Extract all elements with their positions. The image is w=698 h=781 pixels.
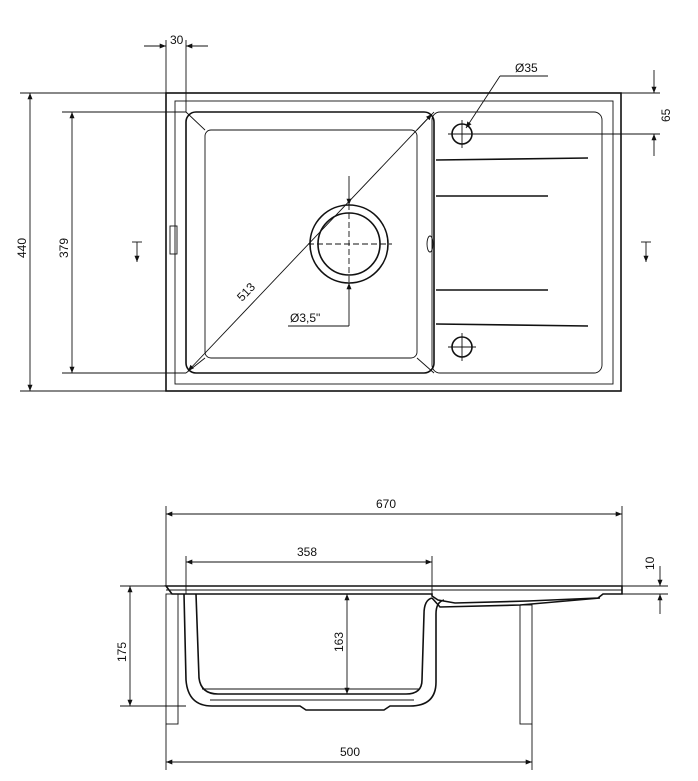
sink-inner-rim xyxy=(174,100,614,385)
dim-379: 379 xyxy=(57,238,71,258)
section-view: 670 358 10 175 163 500 xyxy=(115,497,668,770)
overflow-slot xyxy=(169,225,178,255)
section-marker-right-icon xyxy=(641,241,651,262)
top-view: 30 Ø35 65 440 379 513 Ø3,5" xyxy=(15,33,673,392)
drainer-area xyxy=(431,111,603,374)
dim-500: 500 xyxy=(340,745,360,759)
section-marker-left-icon xyxy=(132,241,142,262)
tap-hole-icon xyxy=(448,120,476,148)
section-bowl-inner xyxy=(195,593,433,695)
dim-670: 670 xyxy=(376,497,396,511)
dim-175: 175 xyxy=(115,642,129,662)
dim-diam-35: Ø35 xyxy=(515,61,538,75)
dim-358: 358 xyxy=(297,545,317,559)
bowl-outer xyxy=(185,111,435,374)
dim-440: 440 xyxy=(15,238,29,258)
dim-163: 163 xyxy=(332,632,346,652)
dim-30: 30 xyxy=(170,33,184,47)
cabinet-wall-left xyxy=(165,593,179,725)
section-bowl-outer xyxy=(183,593,445,711)
cabinet-wall-right xyxy=(519,604,533,725)
dim-10: 10 xyxy=(643,556,657,570)
sink-outline xyxy=(165,92,622,392)
drainer-groove-4 xyxy=(435,323,589,327)
tap-hole-alt-icon xyxy=(448,333,476,361)
drainer-groove-1 xyxy=(435,157,589,161)
dim-65: 65 xyxy=(659,108,673,122)
section-rim xyxy=(164,585,623,604)
dim-outlet-35: Ø3,5" xyxy=(290,311,320,325)
